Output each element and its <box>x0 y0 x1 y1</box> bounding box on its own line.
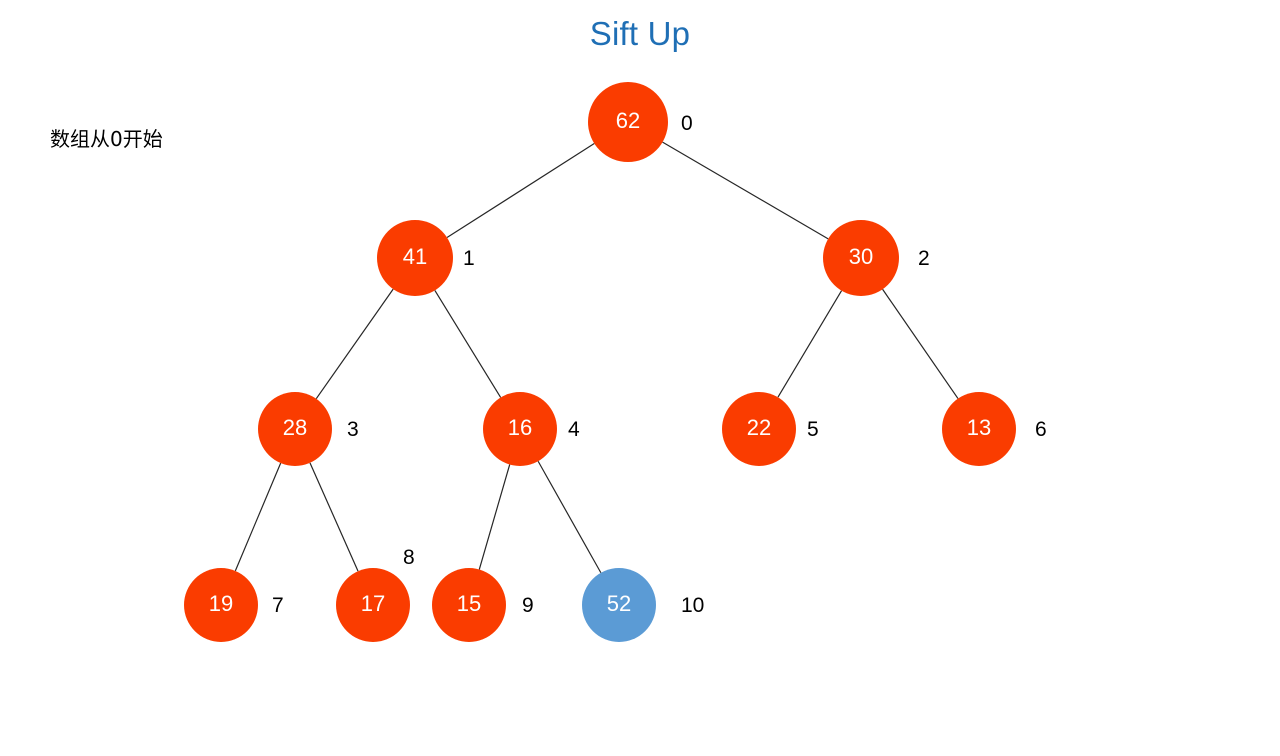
tree-edge <box>662 141 829 240</box>
tree-edge <box>478 464 511 570</box>
tree-node-5[interactable]: 22 <box>722 392 796 466</box>
node-index-label-10: 10 <box>681 594 705 617</box>
node-index-label-7: 7 <box>272 594 284 617</box>
tree-edge <box>537 460 602 574</box>
tree-node-value: 15 <box>456 591 482 616</box>
tree-node-value: 62 <box>615 108 641 133</box>
tree-node-3[interactable]: 28 <box>258 392 332 466</box>
tree-node-value: 30 <box>848 244 874 269</box>
tree-node-2[interactable]: 30 <box>823 220 899 296</box>
tree-node-6[interactable]: 13 <box>942 392 1016 466</box>
tree-node-value: 17 <box>360 591 386 616</box>
node-index-label-5: 5 <box>807 418 819 441</box>
tree-node-8[interactable]: 17 <box>336 568 410 642</box>
tree-edge <box>434 290 502 398</box>
tree-edge <box>234 462 282 572</box>
tree-edge <box>777 290 843 398</box>
node-index-label-4: 4 <box>568 418 580 441</box>
tree-edge <box>882 288 959 399</box>
tree-node-value: 16 <box>507 415 533 440</box>
tree-node-4[interactable]: 16 <box>483 392 557 466</box>
tree-edge <box>315 288 394 400</box>
node-index-label-0: 0 <box>681 112 693 135</box>
node-index-label-9: 9 <box>522 594 534 617</box>
page-title: Sift Up <box>589 15 691 52</box>
tree-node-1[interactable]: 41 <box>377 220 453 296</box>
tree-node-value: 22 <box>746 415 772 440</box>
tree-node-value: 41 <box>402 244 428 269</box>
tree-node-9[interactable]: 15 <box>432 568 506 642</box>
node-index-label-8: 8 <box>403 546 415 569</box>
array-start-annotation: 数组从0开始 <box>50 127 163 151</box>
node-index-label-1: 1 <box>463 247 475 270</box>
tree-node-value: 19 <box>208 591 234 616</box>
tree-node-value: 13 <box>966 415 992 440</box>
node-index-label-6: 6 <box>1035 418 1047 441</box>
tree-edge <box>309 462 359 572</box>
node-index-label-3: 3 <box>347 418 359 441</box>
tree-edge <box>446 143 595 239</box>
tree-node-10[interactable]: 52 <box>582 568 656 642</box>
edge-group <box>234 141 959 574</box>
node-index-label-2: 2 <box>918 247 930 270</box>
tree-node-value: 52 <box>606 591 632 616</box>
tree-node-7[interactable]: 19 <box>184 568 258 642</box>
tree-node-value: 28 <box>282 415 308 440</box>
tree-node-0[interactable]: 62 <box>588 82 668 162</box>
